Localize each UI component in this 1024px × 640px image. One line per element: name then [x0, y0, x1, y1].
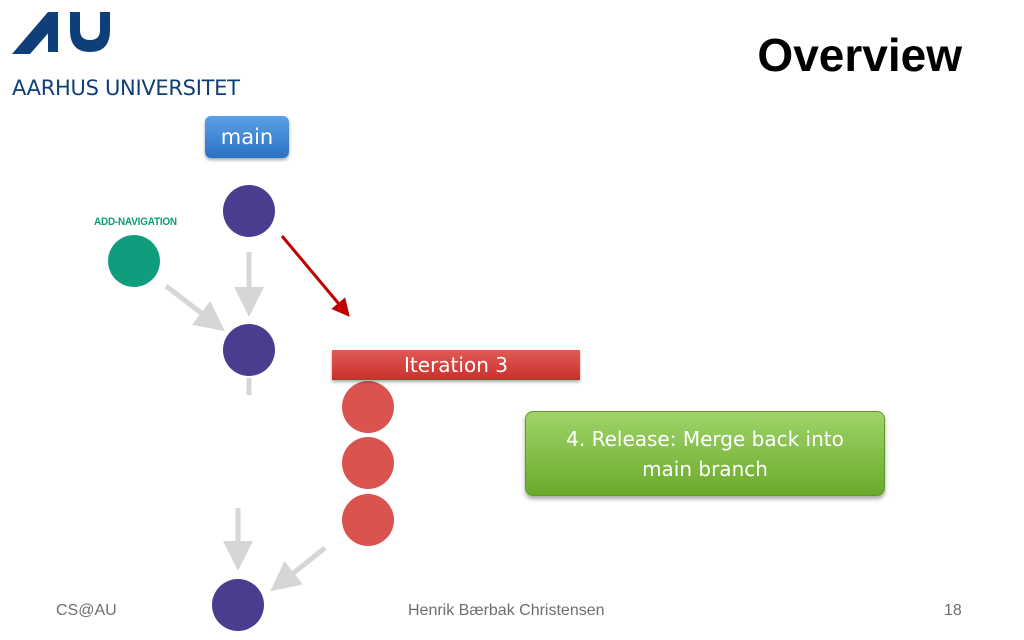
main-branch-label: main [205, 116, 289, 158]
feature-commit [108, 235, 160, 287]
arrow-merge-back [270, 546, 327, 592]
aarhus-logo-icon [12, 12, 110, 54]
footer-left: CS@AU [56, 602, 117, 619]
iteration-commit-3 [342, 494, 394, 546]
page-title: Overview [757, 29, 962, 81]
page-number: 18 [944, 602, 962, 619]
feature-branch-label: ADD-NAVIGATION [94, 216, 177, 228]
iteration-commit-2 [342, 437, 394, 489]
release-callout: 4. Release: Merge back into main branch [525, 411, 885, 496]
iteration-commit-1 [342, 381, 394, 433]
callout-line-2: main branch [642, 456, 768, 481]
footer-author: Henrik Bærbak Christensen [408, 602, 605, 619]
arrow-branch-to-iteration [280, 235, 350, 317]
logo-text: AARHUS UNIVERSITET [12, 76, 240, 100]
main-commit-1 [223, 185, 275, 237]
main-commit-merged [212, 579, 264, 631]
iteration-label: Iteration 3 [332, 350, 580, 380]
arrow-feature-to-main-2 [164, 284, 225, 332]
callout-line-1: 4. Release: Merge back into [566, 426, 844, 451]
main-commit-2 [223, 324, 275, 376]
